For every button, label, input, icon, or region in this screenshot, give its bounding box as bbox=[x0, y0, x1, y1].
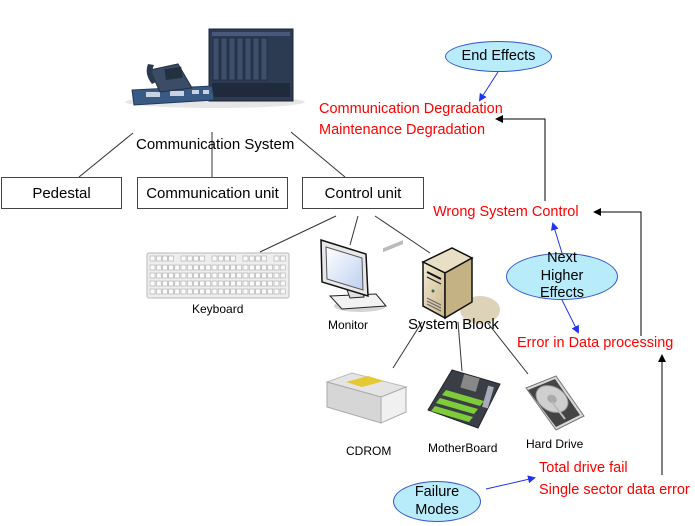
next-higher-effect-item: Error in Data processing bbox=[517, 335, 674, 351]
system-block-label: System Block bbox=[408, 316, 499, 333]
pedestal-box[interactable]: Pedestal bbox=[1, 177, 122, 209]
end-effects-arrow bbox=[478, 71, 499, 102]
hierarchy-connectors bbox=[78, 131, 529, 375]
propagation-arrows bbox=[495, 115, 666, 475]
failure-modes-label: Failure Modes bbox=[414, 484, 460, 518]
pc-tower-icon bbox=[421, 247, 500, 324]
data-error-to-system-control-arrow bbox=[593, 208, 642, 336]
failure-mode-item: Total drive fail bbox=[539, 460, 628, 476]
hard-drive-icon bbox=[525, 375, 585, 431]
monitor-icon bbox=[320, 238, 388, 312]
next-higher-effect-item: Wrong System Control bbox=[433, 204, 579, 220]
end-effects-label: End Effects bbox=[461, 47, 536, 64]
pointer-arrows bbox=[478, 71, 579, 490]
motherboard-icon bbox=[427, 369, 501, 429]
failure-mode-item: Single sector data error bbox=[539, 482, 690, 498]
system-control-to-end-effects-arrow bbox=[495, 115, 546, 201]
control-unit-box[interactable]: Control unit bbox=[302, 177, 424, 209]
next-higher-up-arrow bbox=[550, 222, 563, 254]
communication-equipment-icon bbox=[125, 28, 305, 108]
failure-modes-ellipse: Failure Modes bbox=[393, 481, 481, 522]
next-higher-effects-label: Next Higher Effects bbox=[539, 250, 585, 302]
cdrom-drive-icon bbox=[325, 240, 408, 424]
end-effects-ellipse: End Effects bbox=[445, 41, 552, 72]
cdrom-label: CDROM bbox=[346, 444, 392, 458]
keyboard-icon bbox=[146, 252, 290, 299]
communication-unit-box[interactable]: Communication unit bbox=[137, 177, 288, 209]
communication-system-label: Communication System bbox=[136, 136, 295, 153]
motherboard-label: MotherBoard bbox=[428, 441, 498, 455]
keyboard-label: Keyboard bbox=[192, 302, 244, 316]
next-higher-effects-ellipse: Next Higher Effects bbox=[506, 250, 618, 302]
next-higher-down-arrow bbox=[561, 299, 579, 334]
end-effect-item: Maintenance Degradation bbox=[319, 122, 486, 138]
failure-modes-arrow bbox=[485, 475, 536, 490]
monitor-label: Monitor bbox=[328, 318, 369, 332]
hard-drive-label: Hard Drive bbox=[526, 437, 584, 451]
end-effect-item: Communication Degradation bbox=[319, 101, 503, 117]
